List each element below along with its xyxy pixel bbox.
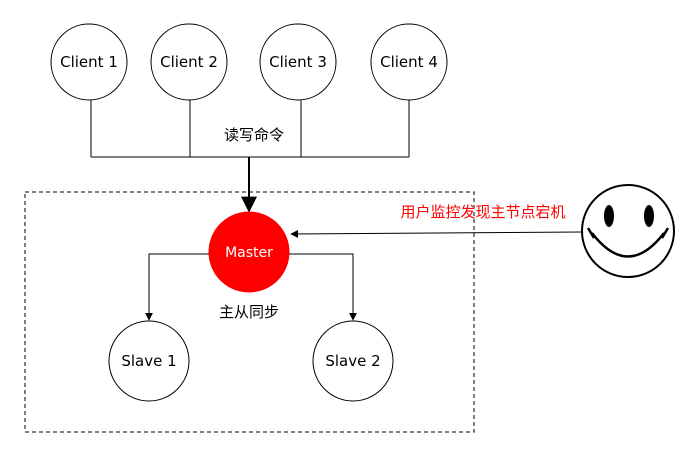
sync-label: 主从同步 bbox=[219, 303, 279, 321]
slave-node: Slave 1 bbox=[108, 320, 190, 402]
client-node: Client 1 bbox=[50, 23, 128, 101]
slave-label: Slave 2 bbox=[325, 352, 380, 370]
client-label: Client 4 bbox=[380, 53, 438, 71]
client-label: Client 2 bbox=[160, 53, 218, 71]
slave-label: Slave 1 bbox=[121, 352, 176, 370]
client-node: Client 2 bbox=[150, 23, 228, 101]
client-label: Client 1 bbox=[60, 53, 118, 71]
monitor-arrow bbox=[290, 229, 583, 238]
client-node: Client 3 bbox=[259, 23, 337, 101]
client-label: Client 3 bbox=[269, 53, 327, 71]
read-write-label: 读写命令 bbox=[224, 126, 284, 144]
master-node: Master bbox=[208, 211, 290, 293]
smiley-face-icon bbox=[581, 184, 675, 278]
client-node: Client 4 bbox=[370, 23, 448, 101]
slave-node: Slave 2 bbox=[312, 320, 394, 402]
monitor-label: 用户监控发现主节点宕机 bbox=[400, 203, 565, 221]
sync-arrows bbox=[145, 253, 357, 321]
master-label: Master bbox=[225, 245, 273, 261]
